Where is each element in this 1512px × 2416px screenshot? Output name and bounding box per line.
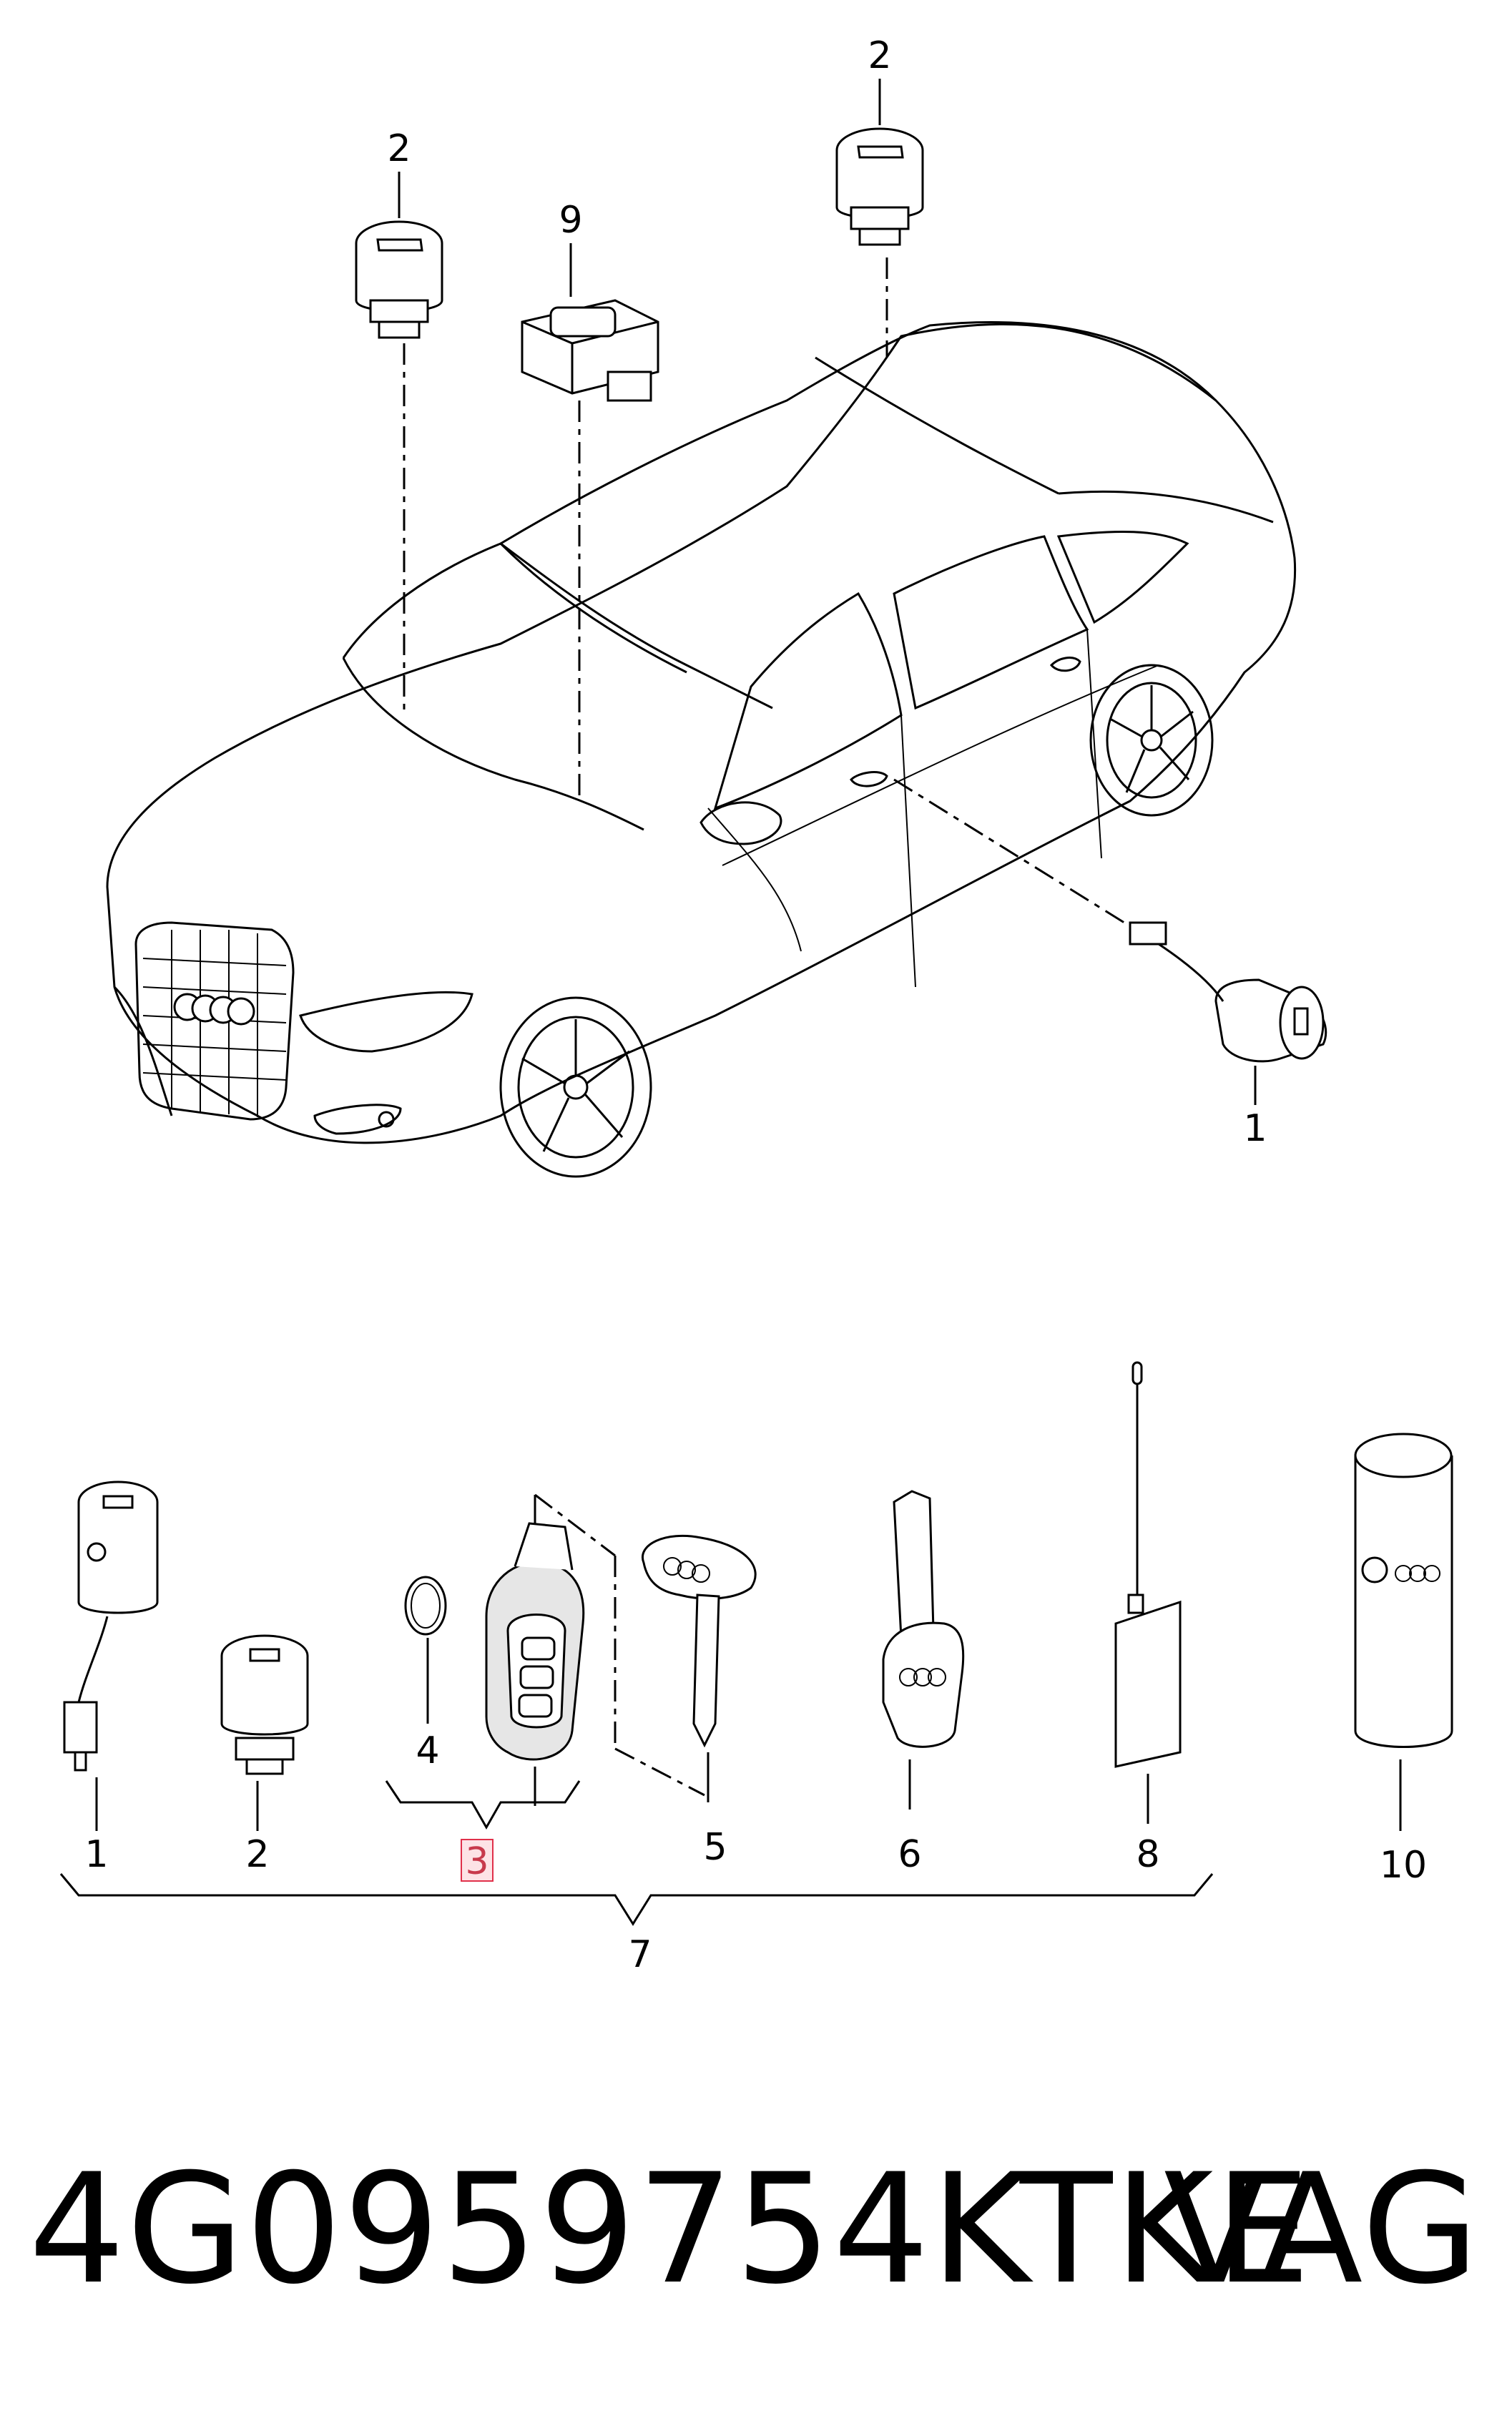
callout-row-3: 3: [465, 1840, 489, 1883]
row-part-8-tag: [1114, 1361, 1182, 1768]
brace-3-4: [385, 1780, 581, 1830]
lock-cylinder-right: [835, 127, 924, 246]
car-illustration: [106, 321, 1297, 1178]
callout-row-4: 4: [416, 1729, 439, 1772]
rear-wheel: [1089, 664, 1214, 817]
callout-2-left: 2: [387, 127, 411, 170]
brand-label: VAG: [1164, 2141, 1481, 2317]
callout-1-car: 1: [1243, 1107, 1267, 1150]
callout-2-right: 2: [868, 34, 891, 77]
callout-row-2: 2: [245, 1833, 269, 1876]
callout-row-8: 8: [1136, 1833, 1159, 1876]
row-part-3-key-fob: [485, 1522, 585, 1761]
row-part-4-battery: [404, 1576, 447, 1636]
callout-9: 9: [559, 199, 582, 242]
callout-row-7: 7: [628, 1933, 652, 1976]
control-unit: [521, 299, 659, 402]
callout-row-10: 10: [1380, 1844, 1427, 1887]
grille-mesh: [142, 930, 287, 1117]
row-part-1: [63, 1480, 159, 1772]
callout-row-6: 6: [898, 1833, 921, 1876]
row-part-10-container: [1354, 1433, 1453, 1748]
door-lock-cylinder: [1129, 921, 1327, 1063]
row-part-5-key: [642, 1534, 757, 1748]
front-wheel: [499, 996, 652, 1178]
car-logo-rings: [173, 993, 255, 1026]
callout-row-1: 1: [84, 1833, 108, 1876]
callout-row-5: 5: [703, 1826, 727, 1869]
lock-cylinder-left: [355, 220, 443, 339]
brace-7: [59, 1873, 1214, 1926]
part-number: 4G0959754KTKE: [29, 2141, 1312, 2317]
row-part-2: [220, 1634, 309, 1775]
row-part-6-key: [882, 1490, 965, 1748]
highlight-box-3: [461, 1839, 494, 1882]
